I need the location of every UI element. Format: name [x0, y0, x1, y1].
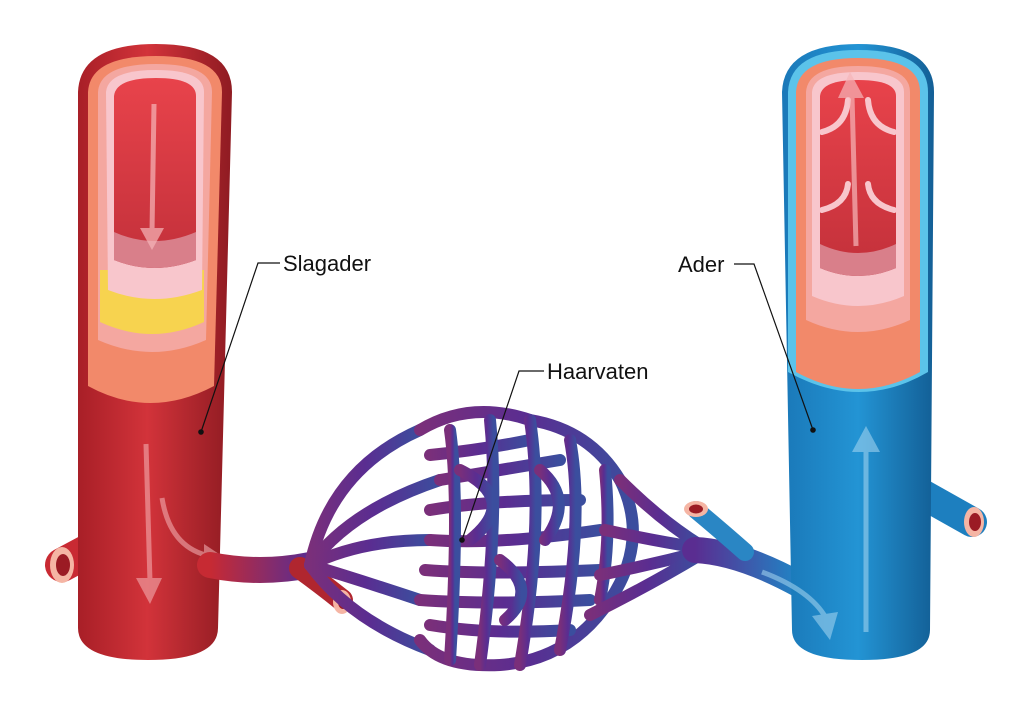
- leader-line-artery: [200, 262, 280, 433]
- leader-dot-capillaries: [459, 537, 465, 543]
- vein-lumen: [820, 80, 896, 276]
- artery-flow-arrow-bottom: [136, 443, 162, 604]
- vein: [761, 44, 987, 660]
- capillaries-label: Haarvaten: [547, 359, 649, 384]
- leader-dot-artery: [198, 429, 204, 435]
- vein-lumen-shadow: [820, 244, 896, 276]
- vein-flow-arrow-top: [838, 72, 864, 247]
- artery-lumen-shadow: [114, 232, 196, 268]
- venule: [682, 501, 813, 598]
- leader-lines: [200, 262, 814, 541]
- artery-flow-arrow-top: [140, 103, 164, 250]
- leader-dots: [198, 427, 816, 543]
- leader-line-vein: [734, 263, 814, 431]
- vein-valves: [819, 97, 897, 213]
- capillary-network: [304, 406, 706, 672]
- artery-label: Slagader: [283, 251, 372, 276]
- vein-label: Ader: [678, 252, 725, 277]
- leader-dot-vein: [810, 427, 816, 433]
- leader-line-capillaries: [461, 370, 544, 541]
- vein-flow-arrow-curve: [761, 569, 838, 640]
- artery: [45, 44, 232, 660]
- vein-flow-arrow-bottom: [852, 426, 880, 632]
